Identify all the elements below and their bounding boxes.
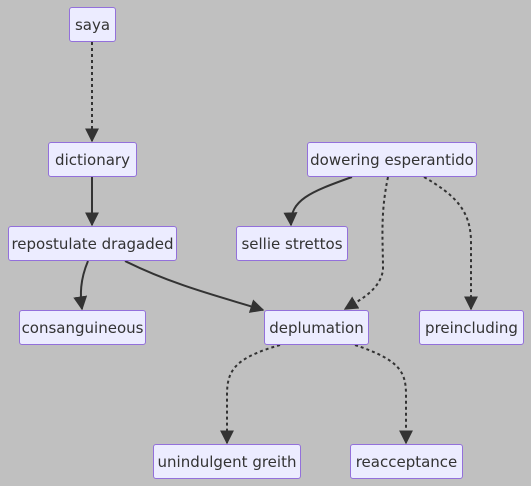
node-preincluding[interactable]: preincluding — [419, 310, 524, 345]
edge-repostulate-consanguineous — [73, 260, 89, 311]
node-deplumation[interactable]: deplumation — [264, 310, 369, 345]
node-unindulgent-greith[interactable]: unindulgent greith — [153, 444, 301, 479]
edge-dowering-preincluding — [423, 176, 478, 311]
node-dictionary[interactable]: dictionary — [48, 142, 137, 177]
node-dowering-esperantido[interactable]: dowering esperantido — [307, 142, 477, 177]
node-saya[interactable]: saya — [69, 7, 116, 42]
edge-deplumation-unindulgent — [220, 344, 281, 445]
edge-deplumation-reacceptance — [354, 344, 413, 445]
node-repostulate-dragaded[interactable]: repostulate dragaded — [8, 226, 177, 261]
node-sellie-strettos[interactable]: sellie strettos — [236, 226, 348, 261]
node-reacceptance[interactable]: reacceptance — [350, 444, 463, 479]
edge-dowering-sellie — [283, 176, 353, 227]
node-consanguineous[interactable]: consanguineous — [19, 310, 146, 345]
edge-repostulate-deplumation — [124, 260, 265, 313]
edge-dowering-deplumation — [343, 176, 389, 310]
